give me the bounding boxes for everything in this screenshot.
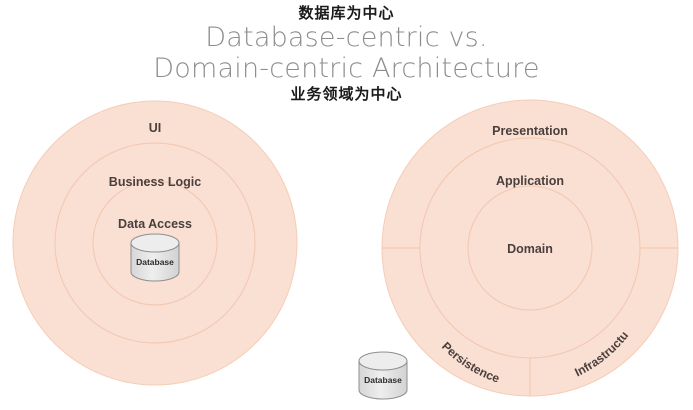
cylinder-body [130, 242, 180, 282]
ring-domain[interactable] [467, 185, 593, 311]
left-circle-group: UI Business Logic Data Access Database [12, 100, 298, 386]
ring-business-logic[interactable] [54, 142, 256, 344]
label-business-logic: Business Logic [109, 175, 201, 189]
cylinder-top [358, 351, 408, 371]
cylinder-top [130, 233, 180, 253]
database-cylinder-external[interactable]: Database [358, 351, 408, 400]
database-cylinder-left[interactable]: Database [130, 233, 180, 282]
cylinder-label: Database [364, 375, 402, 385]
cylinder-label: Database [136, 257, 174, 267]
label-ui: UI [149, 121, 162, 135]
label-data-access: Data Access [118, 217, 192, 231]
label-presentation: Presentation [492, 124, 568, 138]
label-domain: Domain [507, 242, 553, 256]
cylinder-body [358, 360, 408, 400]
ring-data-access[interactable] [92, 180, 218, 306]
label-application: Application [496, 174, 564, 188]
